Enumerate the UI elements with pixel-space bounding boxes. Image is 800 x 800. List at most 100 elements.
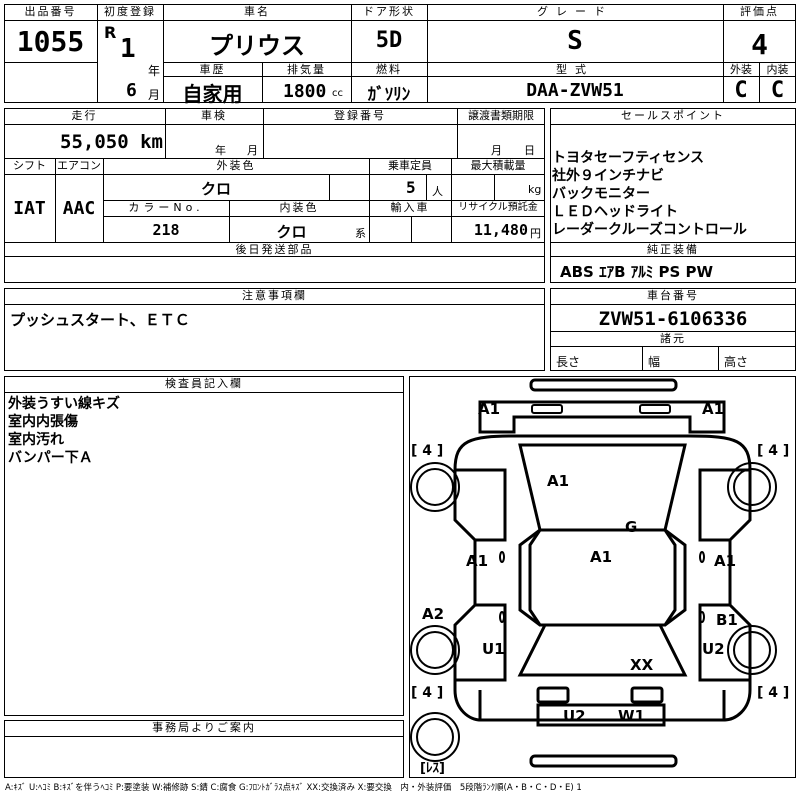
header-grid (4, 4, 796, 103)
sales-points-list: トヨタセーフティセンス 社外９インチナビ バックモニター ＬＥＤヘッドライト レ… (552, 149, 794, 239)
later-parts-label: 後日発送部品 (235, 243, 314, 256)
car-diagram: A1 A1 A1 G A1 A1 A1 A2 B1 U1 U2 XX U2 W1… (410, 378, 789, 776)
car-diagram-box (409, 376, 796, 778)
inspection-month-unit: 月 (247, 144, 258, 157)
damage-mark: XX (630, 656, 654, 674)
first-reg-year-unit: 年 (148, 64, 161, 78)
sales-points-label: セールスポイント (621, 109, 725, 122)
fuel-value: ｶﾞｿﾘﾝ (367, 85, 411, 105)
inspector-note: 室内内張傷 (8, 414, 78, 430)
damage-mark: W1 (618, 707, 645, 725)
sales-point: 社外９インチナビ (552, 168, 664, 184)
inspection-label: 車検 (201, 109, 227, 122)
int-color-unit: 系 (355, 227, 366, 240)
office-label: 事務局よりご案内 (152, 721, 256, 734)
history-value: 自家用 (182, 82, 243, 106)
first-reg-year: 1 (120, 34, 136, 64)
spare-tire-mark: [ﾚｽ] (420, 761, 445, 776)
damage-mark: A1 (478, 400, 500, 418)
notes-label: 注意事項欄 (242, 289, 307, 302)
damage-mark: U2 (563, 707, 586, 725)
equipment-label: 純正装備 (647, 243, 699, 256)
door-label: ドア形状 (363, 5, 415, 18)
capacity-label: 乗車定員 (388, 159, 432, 172)
displacement-unit: cc (332, 88, 343, 99)
specs-label: 諸元 (660, 332, 686, 345)
sales-points-box (550, 108, 796, 283)
chassis-value: ZVW51-6106336 (598, 308, 748, 330)
inspector-box (4, 376, 404, 716)
detail-grid (4, 108, 545, 283)
legend: A:ｷｽﾞ U:ﾍｺﾐ B:ｷｽﾞを伴うﾍｺﾐ P:要塗装 W:補修跡 S:錆 … (5, 783, 582, 793)
sales-point: レーダークルーズコントロール (552, 222, 747, 238)
ext-color-value: クロ (200, 180, 231, 198)
transfer-day-unit: 日 (524, 144, 535, 157)
tire-depth-mark: [ 4 ] (757, 685, 789, 701)
aircon-label: エアコン (57, 159, 101, 172)
recycle-value: 11,480 (473, 221, 528, 239)
interior-score: C (770, 78, 785, 103)
lot-number: 1055 (16, 25, 85, 58)
damage-mark: B1 (716, 611, 738, 629)
color-no-label: カラーNo. (128, 201, 204, 214)
sales-point: バックモニター (552, 186, 650, 202)
sales-point: ＬＥＤヘッドライト (552, 204, 678, 220)
shift-value: IAT (13, 198, 46, 219)
recycle-label: リサイクル預託金 (458, 202, 538, 213)
capacity-unit: 人 (432, 185, 443, 198)
car-name: プリウス (209, 32, 305, 60)
damage-mark: A1 (547, 472, 569, 490)
transfer-label: 譲渡書類期限 (468, 109, 534, 122)
inspector-note: 室内汚れ (8, 432, 64, 448)
damage-mark: A1 (466, 552, 488, 570)
int-color-value: クロ (276, 223, 307, 241)
transfer-month-unit: 月 (491, 144, 502, 157)
shift-label: シフト (13, 159, 46, 172)
fuel-label: 燃料 (376, 63, 402, 76)
inspector-label: 検査員記入欄 (165, 377, 243, 390)
displacement-value: 1800 (283, 81, 327, 102)
first-reg-era: R (104, 23, 117, 42)
grade-value: S (567, 26, 583, 56)
spec-length-label: 長さ (556, 355, 581, 369)
score-label: 評価点 (740, 5, 779, 18)
notes-box (4, 288, 545, 371)
max-load-label: 最大積載量 (470, 159, 526, 172)
mileage-value: 55,050 km (60, 131, 163, 153)
lot-label: 出品番号 (24, 5, 77, 18)
max-load-unit: kg (528, 183, 542, 196)
damage-mark: A1 (590, 548, 612, 566)
model-value: DAA-ZVW51 (526, 80, 624, 101)
capacity-value: 5 (406, 178, 416, 197)
first-reg-month-unit: 月 (148, 88, 161, 102)
inspection-year-unit: 年 (215, 144, 226, 157)
first-reg-month: 6 (126, 80, 137, 101)
spec-height-label: 高さ (724, 355, 749, 369)
ext-color-label: 外装色 (216, 159, 256, 172)
tire-depth-mark: [ 4 ] (757, 443, 789, 459)
tire-depth-mark: [ 4 ] (411, 443, 443, 459)
interior-score-label: 内装 (766, 63, 789, 76)
mileage-label: 走行 (71, 109, 98, 122)
tire-depth-mark: [ 4 ] (411, 685, 443, 701)
damage-mark: A1 (714, 552, 736, 570)
spec-width-label: 幅 (648, 355, 661, 369)
inspector-notes: 外装うすい線キズ 室内内張傷 室内汚れ バンパー下Ａ (8, 395, 398, 467)
recycle-unit: 円 (530, 227, 541, 240)
car-name-label: 車名 (244, 5, 270, 18)
registration-label: 登録番号 (334, 109, 386, 122)
damage-mark: A2 (422, 605, 444, 623)
office-box (4, 720, 404, 778)
displacement-label: 排気量 (287, 63, 326, 76)
int-color-label: 内装色 (279, 201, 319, 214)
exterior-score: C (734, 78, 748, 103)
door-value: 5D (375, 28, 403, 53)
score-value: 4 (751, 28, 768, 61)
history-label: 車歴 (199, 63, 226, 76)
notes-value: プッシュスタート、ＥＴＣ (10, 311, 190, 329)
equipment-value: ABS ｴｱB ｱﾙﾐ PS PW (560, 263, 714, 281)
exterior-score-label: 外装 (730, 63, 752, 76)
grade-label: グレード (537, 5, 613, 18)
damage-mark: A1 (702, 400, 724, 418)
damage-mark: G (625, 518, 637, 536)
